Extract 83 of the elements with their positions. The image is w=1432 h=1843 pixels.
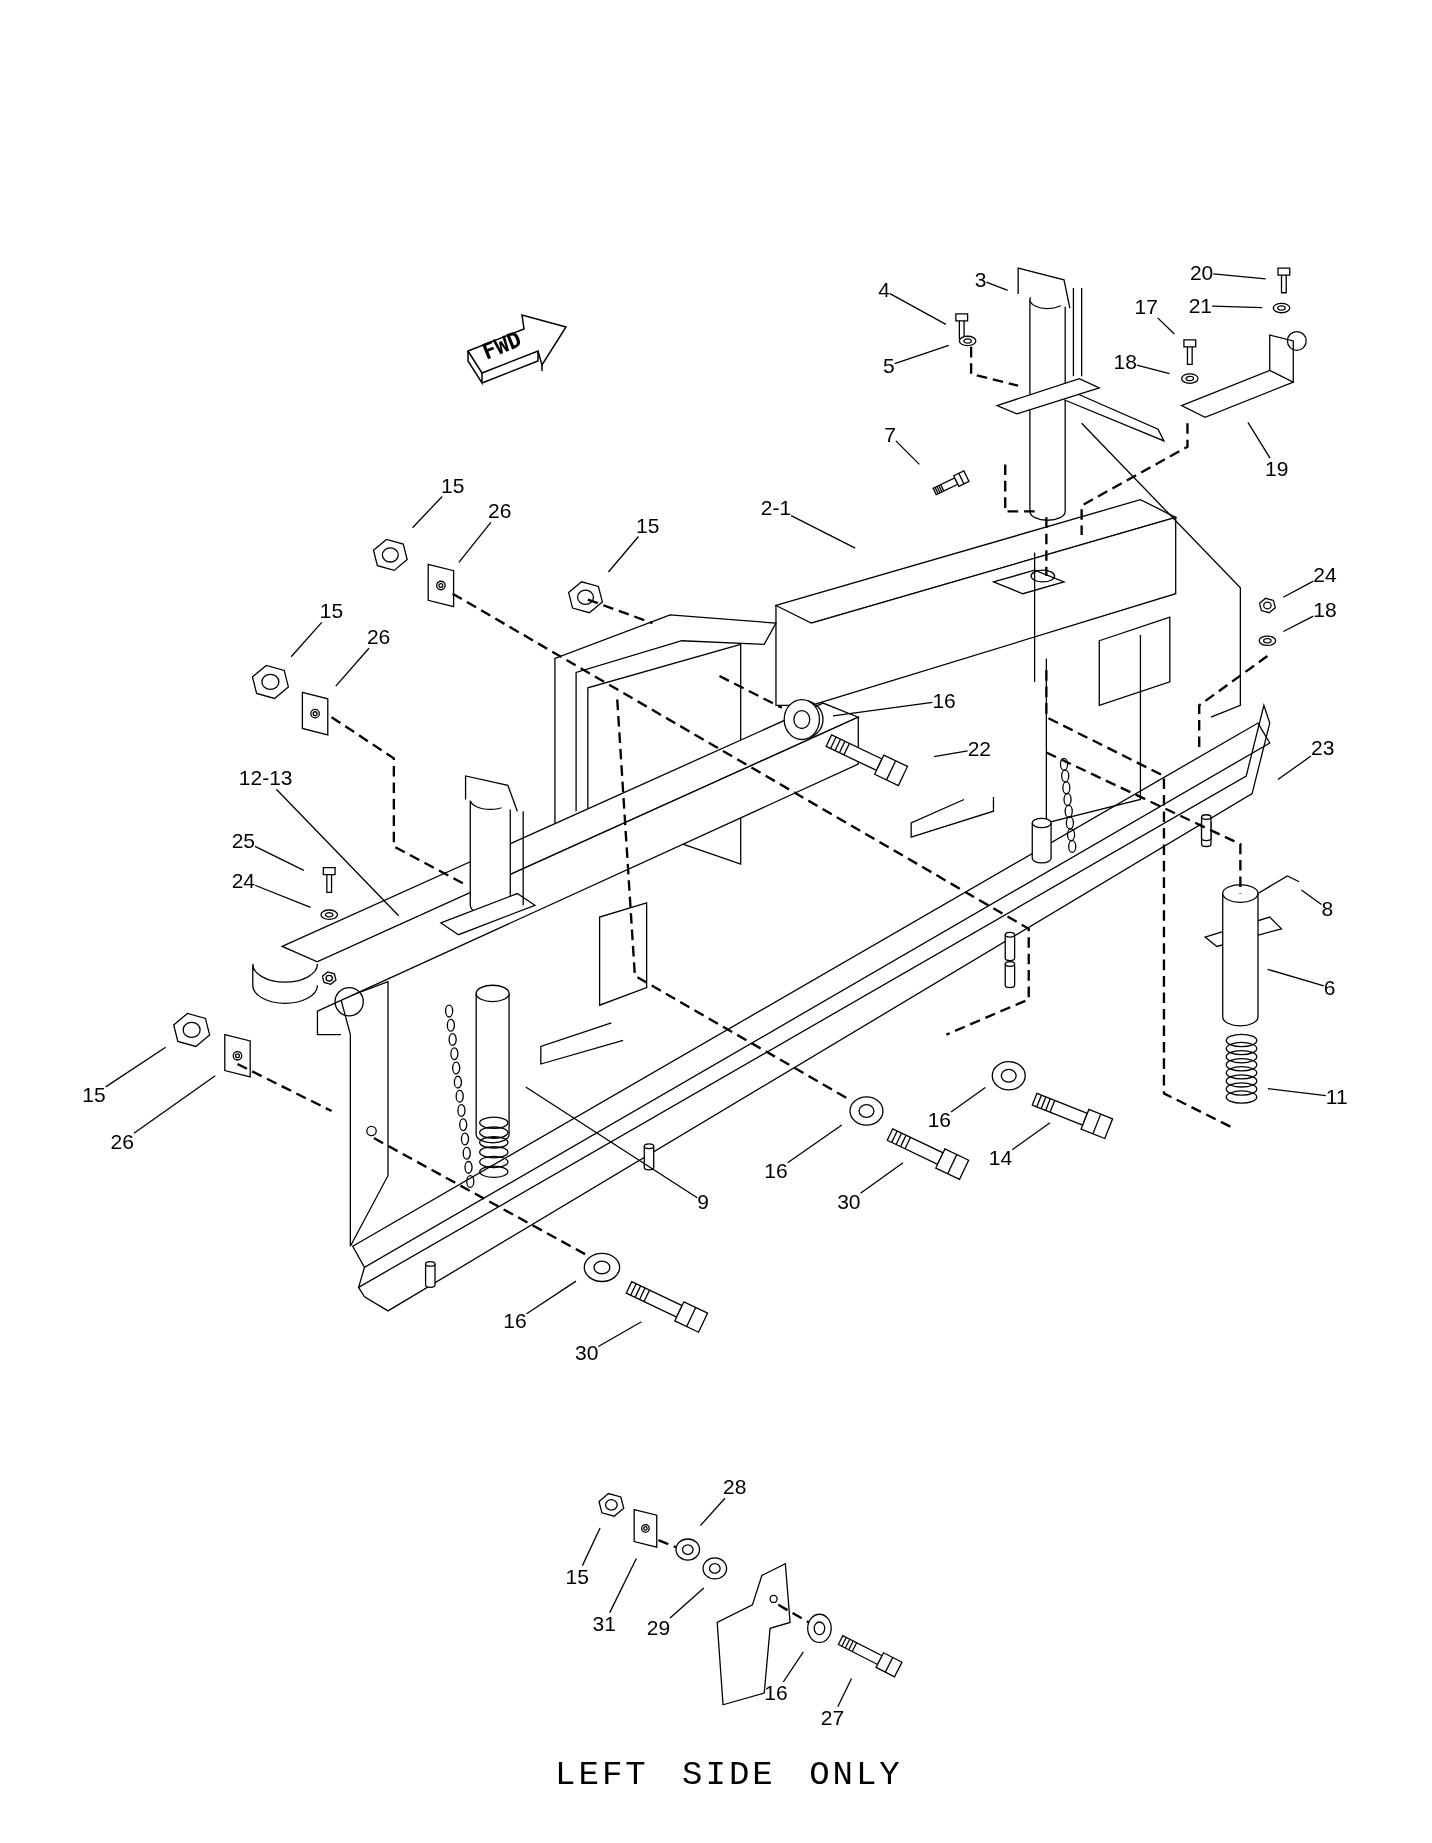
leader-line — [1211, 305, 1263, 309]
leader-line — [254, 845, 305, 871]
callout-number: 8 — [1321, 897, 1334, 920]
leader-line — [1247, 421, 1271, 459]
callout-number: 28 — [723, 1476, 747, 1499]
callout-number: 16 — [503, 1310, 527, 1333]
callout-number: 29 — [646, 1617, 671, 1640]
leader-line — [950, 1086, 986, 1113]
callout-number: 7 — [884, 424, 896, 446]
callout-number: 18 — [1313, 599, 1337, 622]
callout-number: 22 — [967, 737, 991, 760]
callout-number: 30 — [837, 1190, 861, 1213]
leader-line — [985, 281, 1009, 291]
callout-number: 24 — [1313, 563, 1337, 586]
callout-number: 25 — [231, 829, 256, 852]
leader-line — [894, 344, 950, 365]
leader-line — [1277, 755, 1312, 781]
callout-number: 17 — [1134, 295, 1158, 318]
leader-line — [669, 1587, 705, 1619]
leader-line — [254, 884, 312, 909]
callout-number: 26 — [488, 500, 512, 523]
leader-line — [895, 440, 921, 466]
callout-number: 16 — [764, 1160, 788, 1182]
callout-number: 23 — [1311, 736, 1335, 759]
callout-number: 12-13 — [238, 767, 293, 790]
callout-number: 15 — [440, 474, 465, 497]
leader-line — [133, 1075, 216, 1134]
callout-number: 15 — [319, 600, 344, 623]
leader-line — [525, 1086, 698, 1199]
callout-number: 15 — [636, 514, 660, 537]
leader-line — [837, 1677, 853, 1708]
leader-line — [275, 788, 400, 917]
callout-number: 15 — [565, 1565, 589, 1588]
leader-line — [335, 647, 370, 687]
callout-number: 2-1 — [760, 496, 792, 519]
leader-line — [607, 535, 640, 573]
callout-number: 30 — [575, 1342, 599, 1365]
leader-line — [787, 1124, 843, 1164]
leader-line — [1282, 580, 1314, 598]
callout-number: 11 — [1325, 1085, 1348, 1108]
callout-number: 24 — [231, 869, 256, 892]
callout-number: 31 — [592, 1612, 616, 1635]
leader-line — [1157, 317, 1176, 335]
leader-line — [609, 1557, 637, 1614]
leader-line — [1011, 1122, 1051, 1151]
leader-line — [699, 1497, 726, 1527]
leader-line — [411, 495, 443, 529]
leader-line — [1300, 889, 1323, 906]
leader-line — [1266, 968, 1325, 987]
leader-line — [1282, 615, 1314, 633]
leader-line — [889, 292, 947, 326]
note-text: LEFT SIDE ONLY — [555, 1756, 903, 1795]
callout-number: 3 — [974, 268, 987, 291]
leader-line — [1267, 1088, 1327, 1097]
callout-number: 20 — [1189, 261, 1214, 284]
callout-number: 27 — [820, 1706, 845, 1729]
callout-number: 6 — [1323, 976, 1336, 999]
leader-line — [933, 750, 969, 758]
leader-line — [581, 1527, 601, 1567]
leader-line — [832, 701, 934, 717]
callout-number: 18 — [1113, 351, 1137, 374]
leader-line — [290, 621, 323, 658]
leader-line — [1136, 364, 1171, 375]
callout-number: 15 — [82, 1083, 106, 1106]
callout-number: 16 — [927, 1109, 952, 1132]
leader-line — [790, 514, 856, 549]
leader-line — [859, 1162, 904, 1194]
callout-number: 5 — [882, 354, 895, 377]
leader-line — [1212, 273, 1267, 280]
leader-line — [526, 1280, 577, 1315]
leader-line — [782, 1651, 804, 1683]
leader-line — [597, 1321, 643, 1348]
callout-number: 16 — [932, 689, 956, 712]
leader-line — [105, 1046, 167, 1088]
callout-number: 4 — [878, 279, 890, 302]
callout-number: 14 — [988, 1147, 1013, 1170]
callout-number: 26 — [366, 626, 391, 649]
callout-number: 16 — [764, 1682, 788, 1704]
callout-number: 21 — [1188, 294, 1213, 317]
callout-number: 9 — [697, 1190, 709, 1213]
leader-line — [458, 521, 492, 564]
callout-number: 26 — [110, 1130, 134, 1153]
callout-number: 19 — [1265, 458, 1289, 481]
